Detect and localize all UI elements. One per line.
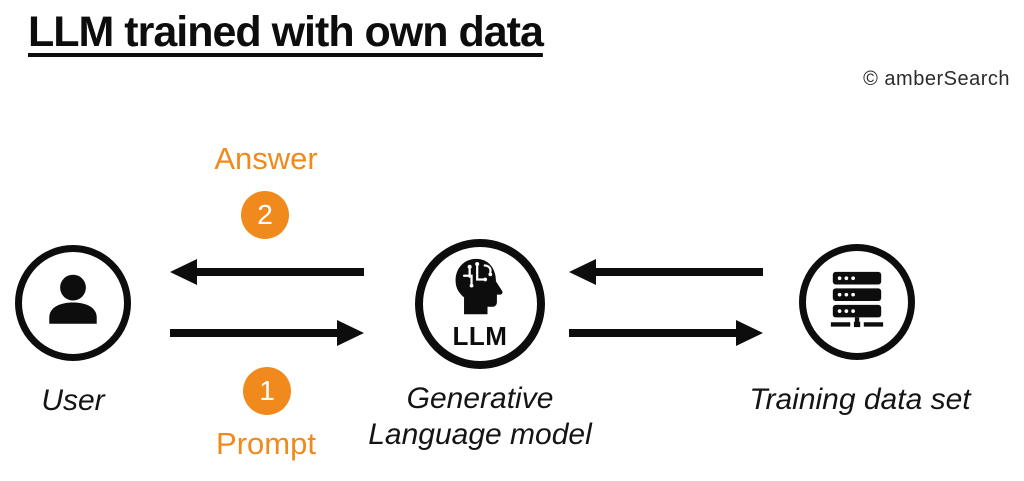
llm-caption: Generative Language model <box>325 381 635 453</box>
server-icon <box>826 270 888 335</box>
llm-caption-line2: Language model <box>368 418 592 451</box>
arrow-llm-to-user-icon <box>170 258 364 286</box>
step-badge-1: 1 <box>243 367 291 415</box>
arrow-llm-to-data-icon <box>569 319 763 347</box>
training-data-node <box>799 244 915 360</box>
step-number: 2 <box>257 199 273 230</box>
llm-badge-text: LLM <box>452 320 508 351</box>
user-node <box>15 245 131 361</box>
arrow-user-to-llm-icon <box>170 319 364 347</box>
page-title: LLM trained with own data <box>28 8 544 56</box>
user-caption: User <box>41 384 105 417</box>
training-data-caption: Training data set <box>749 383 971 416</box>
ai-head-icon <box>451 257 509 324</box>
llm-caption-line1: Generative <box>406 382 554 415</box>
step-badge-2: 2 <box>241 191 289 239</box>
step-number: 1 <box>259 375 275 406</box>
copyright-note: © amberSearch <box>863 68 1010 90</box>
answer-label: Answer <box>214 141 318 176</box>
user-icon <box>40 270 106 337</box>
prompt-label: Prompt <box>216 426 316 461</box>
llm-node: LLM <box>415 239 545 369</box>
arrow-data-to-llm-icon <box>569 258 763 286</box>
